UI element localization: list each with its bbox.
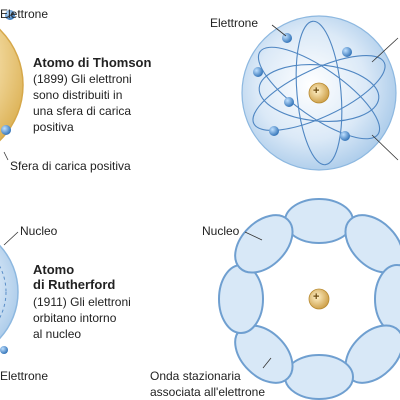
thomson-title: Atomo di Thomson (33, 55, 152, 70)
standing-wave-lobe (374, 264, 400, 334)
orbital-electron-leader (271, 24, 287, 37)
thomson-sphere-label: Sfera di carica positiva (10, 159, 131, 173)
thomson-sphere (0, 10, 24, 142)
orbital-electron (340, 131, 350, 141)
thomson-description: (1899) Gli elettroni sono distribuiti in… (33, 72, 132, 134)
orbital-electron (282, 33, 292, 43)
standing-wave-lobe (284, 354, 354, 400)
orbital-electron (342, 47, 352, 57)
orbital-side-leader (371, 37, 399, 63)
orbital-electron-label: Elettrone (210, 16, 259, 30)
orbit-paths (252, 20, 386, 166)
rutherford-electron (0, 346, 8, 354)
bohr-wave-label: Onda stazionaria associata all'elettrone (150, 369, 266, 399)
orbital-electron (253, 67, 263, 77)
bohr-wave-leader (262, 357, 272, 369)
standing-wave-lobe (234, 214, 294, 274)
thomson-electron-label: Elettrone (0, 7, 49, 21)
rutherford-description: (1911) Gli elettroni orbitano intorno al… (33, 295, 131, 341)
bohr-nucleus-symbol: + (313, 291, 320, 303)
rutherford-title-line2: di Rutherford (33, 277, 116, 292)
bohr-nucleus-label: Nucleo (202, 224, 240, 238)
bohr-nucleus-leader (244, 231, 263, 241)
standing-wave-lobe (218, 264, 264, 334)
rutherford-electron-label: Elettrone (0, 369, 49, 383)
bohr-nucleus (308, 288, 330, 310)
standing-wave-lobe (284, 198, 354, 244)
orbital-electron (284, 97, 294, 107)
rutherford-atom (0, 244, 19, 354)
orbital-electron (269, 126, 279, 136)
rutherford-title-line1: Atomo (33, 262, 75, 277)
rutherford-nucleus-label: Nucleo (20, 224, 58, 238)
orbital-side-leader (371, 134, 399, 161)
orbital-nucleus (308, 82, 330, 104)
thomson-electron-leader (5, 12, 15, 19)
thomson-electron (1, 125, 11, 135)
orbital-atom (241, 15, 397, 171)
thomson-sphere-leader (3, 151, 9, 161)
bohr-atom (218, 198, 400, 400)
orbital-nucleus-symbol: + (313, 85, 320, 97)
rutherford-nucleus-leader (3, 231, 19, 246)
